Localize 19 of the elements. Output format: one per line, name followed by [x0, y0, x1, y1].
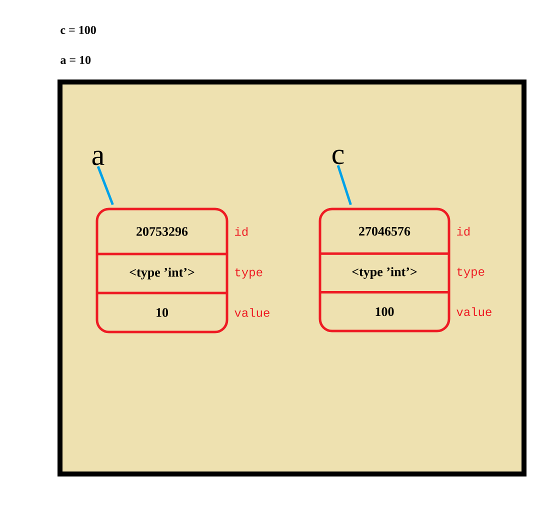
field-value: 20753296	[136, 227, 188, 236]
field-name: value	[234, 308, 270, 317]
field-value: 27046576	[359, 226, 410, 236]
frame-box	[58, 80, 526, 476]
variable-name: a	[92, 150, 104, 166]
field-name: id	[235, 227, 248, 236]
code-line: a = 10	[60, 56, 91, 64]
field-value: <type ’int’>	[130, 268, 194, 280]
code-line: c = 100	[60, 26, 96, 34]
variable-name: c	[332, 150, 344, 164]
field-value: <type ’int’>	[352, 267, 417, 279]
field-name: id	[457, 226, 470, 236]
field-name: value	[456, 307, 492, 316]
field-name: type	[235, 268, 262, 279]
leader-line	[96, 166, 114, 206]
field-name: type	[457, 268, 484, 278]
field-value: 100	[376, 307, 394, 316]
field-value: 10	[156, 308, 168, 317]
leader-line	[336, 165, 352, 206]
